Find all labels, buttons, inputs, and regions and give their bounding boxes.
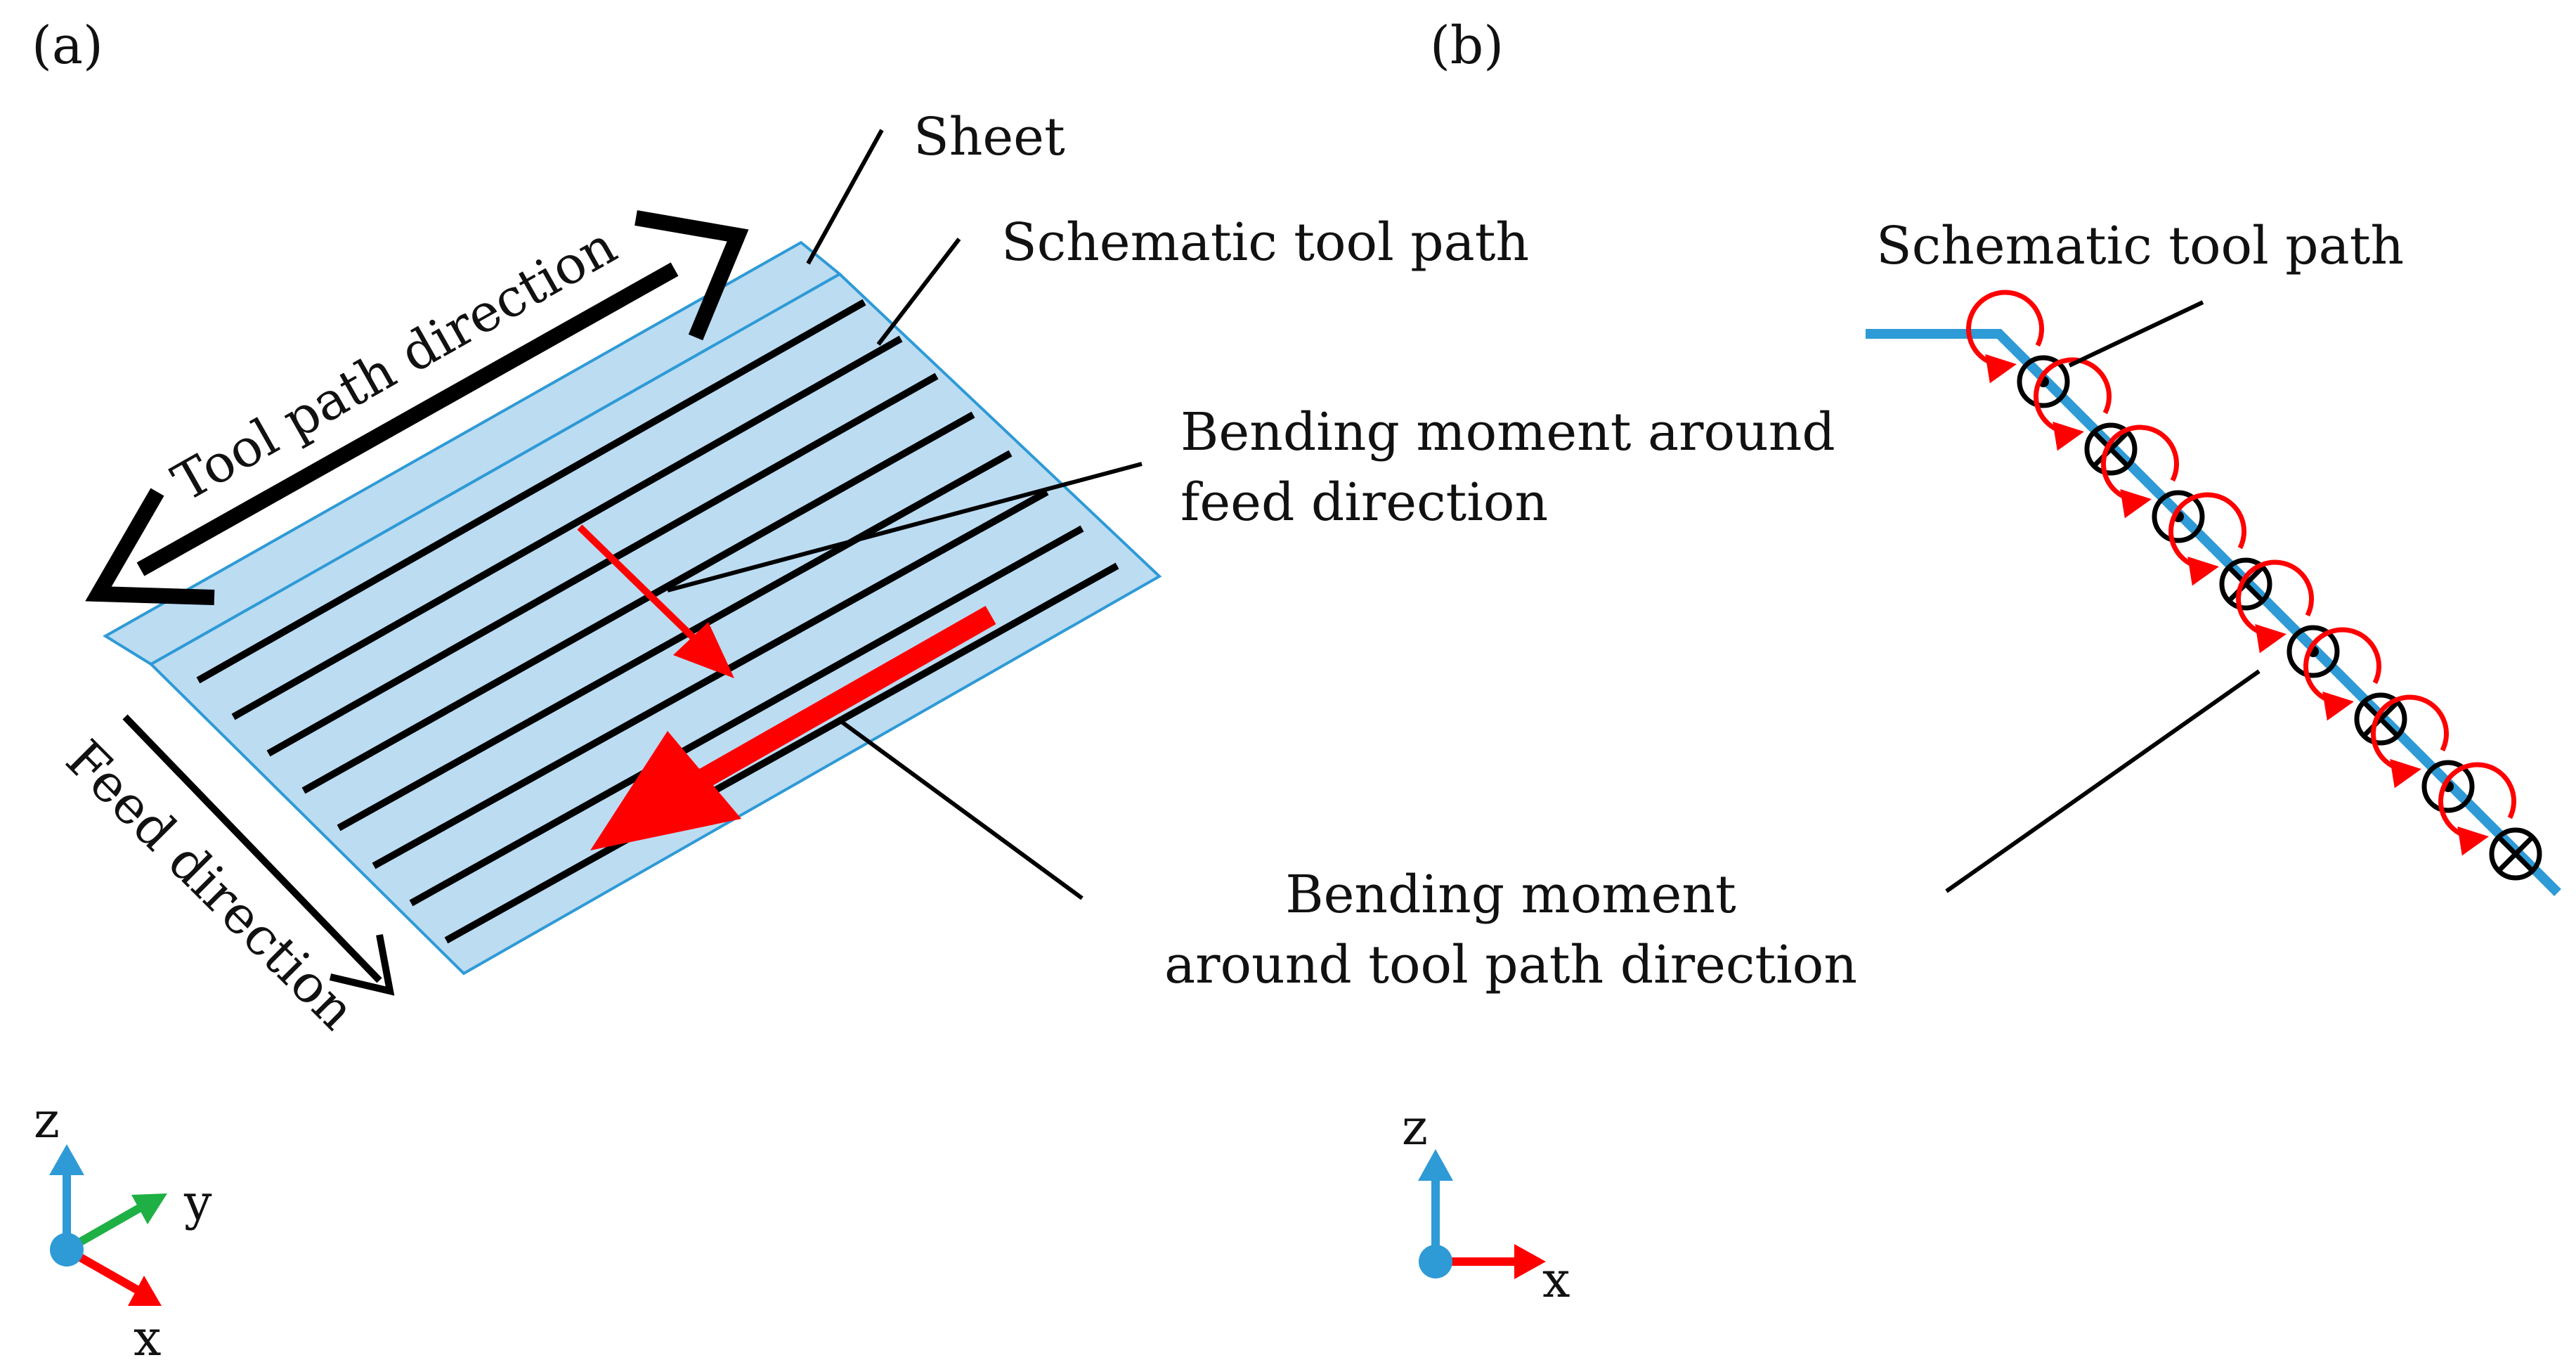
tool-path-line [301,411,975,794]
moment-feed-leader [667,462,1143,592]
x-axis-label-b: x [1542,1251,1570,1309]
moment-toolpath-label-line1: Bending moment [1285,864,1736,925]
tool-path-lines [196,299,1119,944]
tool-path-profile [1866,329,2561,896]
feed-direction-arrow [122,714,395,996]
y-axis-label: y [183,1174,212,1231]
tool-path-label: Schematic tool path [1001,212,1529,273]
moment-into-plane-symbol [2438,762,2542,881]
tool-path-line [409,525,1084,907]
moment-toolpath-leader-b [1945,669,2260,893]
origin-dot-b [1419,1245,1452,1278]
moment-toolpath-label-line2: around tool path direction [1164,935,1857,995]
moment-out-of-plane-symbol [2236,559,2340,678]
axes-triad-b: z x [1402,1099,1570,1309]
origin-dot [50,1233,84,1267]
axes-triad-a: z y x [34,1092,212,1360]
moment-feed-arrow [577,524,734,678]
tool-path-line [231,335,903,720]
moment-feed-label-line2: feed direction [1180,472,1548,533]
tool-path-line [196,299,866,684]
panel-a-label: (a) [32,15,103,76]
tool-path-leader [876,238,961,346]
moment-feed-label-line1: Bending moment around [1180,402,1835,462]
moment-symbols [1966,290,2542,881]
tool-path-line [372,488,1049,869]
tool-path-line [337,450,1013,831]
z-axis-label: z [34,1092,60,1149]
tool-path-label-b: Schematic tool path [1876,216,2404,276]
moment-into-plane-symbol [2303,627,2407,746]
panel-b-label: (b) [1430,15,1504,76]
moment-into-plane-symbol [2034,357,2138,476]
moment-into-plane-symbol [2168,492,2272,611]
moment-toolpath-arrow [590,605,996,850]
x-axis-label: x [134,1309,161,1360]
tool-path-line [444,562,1119,944]
tool-path-leader-b [2068,300,2204,368]
panel-a: (a) [32,15,1857,1360]
sheet-leader [806,129,884,265]
moment-toolpath-leader [838,718,1084,900]
sheet-label: Sheet [913,107,1065,167]
tool-path-line [266,373,939,757]
tool-path-direction-arrow [85,210,749,605]
sheet-fold-line [150,273,840,666]
panel-b: (b) Schematic tool path z x [1402,15,2561,1309]
z-axis-label-b: z [1402,1099,1428,1156]
